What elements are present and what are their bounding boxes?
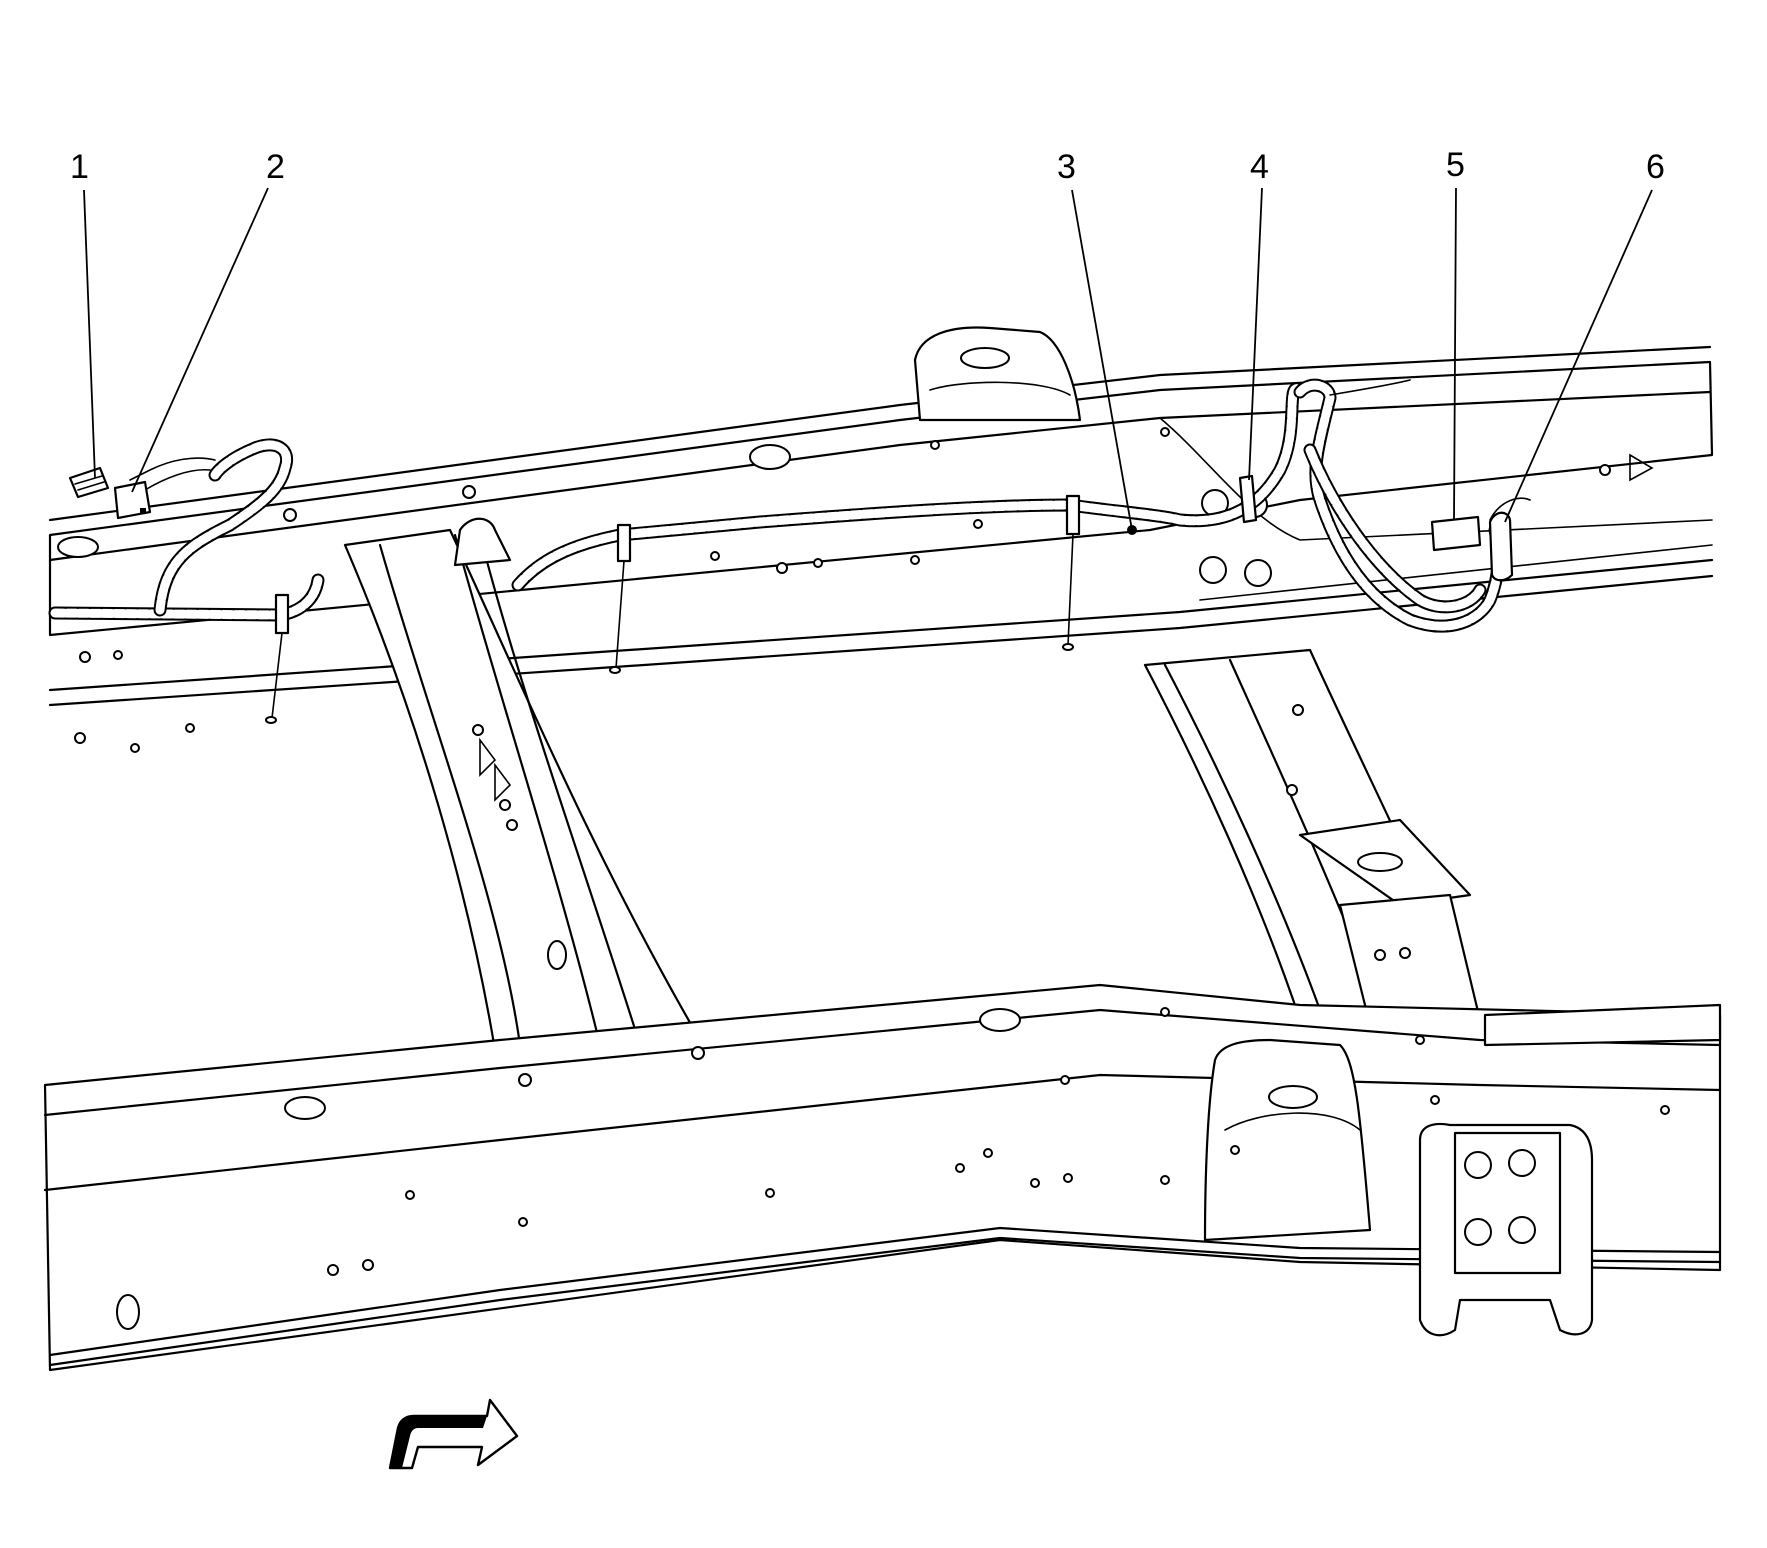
right-cross-member — [1143, 648, 1482, 1027]
callout-6: 6 — [1646, 148, 1665, 186]
forward-arrow-icon — [388, 1398, 519, 1470]
connector-5 — [1430, 515, 1482, 552]
harness-clips — [265, 494, 1081, 724]
lower-rail-bolt-bracket — [1418, 1122, 1594, 1337]
callout-4: 4 — [1250, 148, 1269, 186]
connector-6 — [1488, 511, 1514, 582]
callout-labels: 1 2 3 4 5 6 — [70, 146, 1665, 186]
callout-5: 5 — [1446, 146, 1465, 184]
connector-1 — [68, 466, 110, 499]
lower-rail-body-mount — [1203, 1038, 1372, 1242]
callout-3: 3 — [1057, 148, 1076, 186]
left-cross-member — [343, 517, 702, 1052]
connector-2 — [113, 480, 152, 520]
leader-lines — [83, 187, 1653, 535]
upper-rail-bracket — [913, 326, 1082, 422]
harness-tie-4 — [1238, 474, 1258, 524]
callout-1: 1 — [70, 148, 89, 186]
callout-2: 2 — [266, 148, 285, 186]
frame-holes — [57, 427, 1670, 1330]
